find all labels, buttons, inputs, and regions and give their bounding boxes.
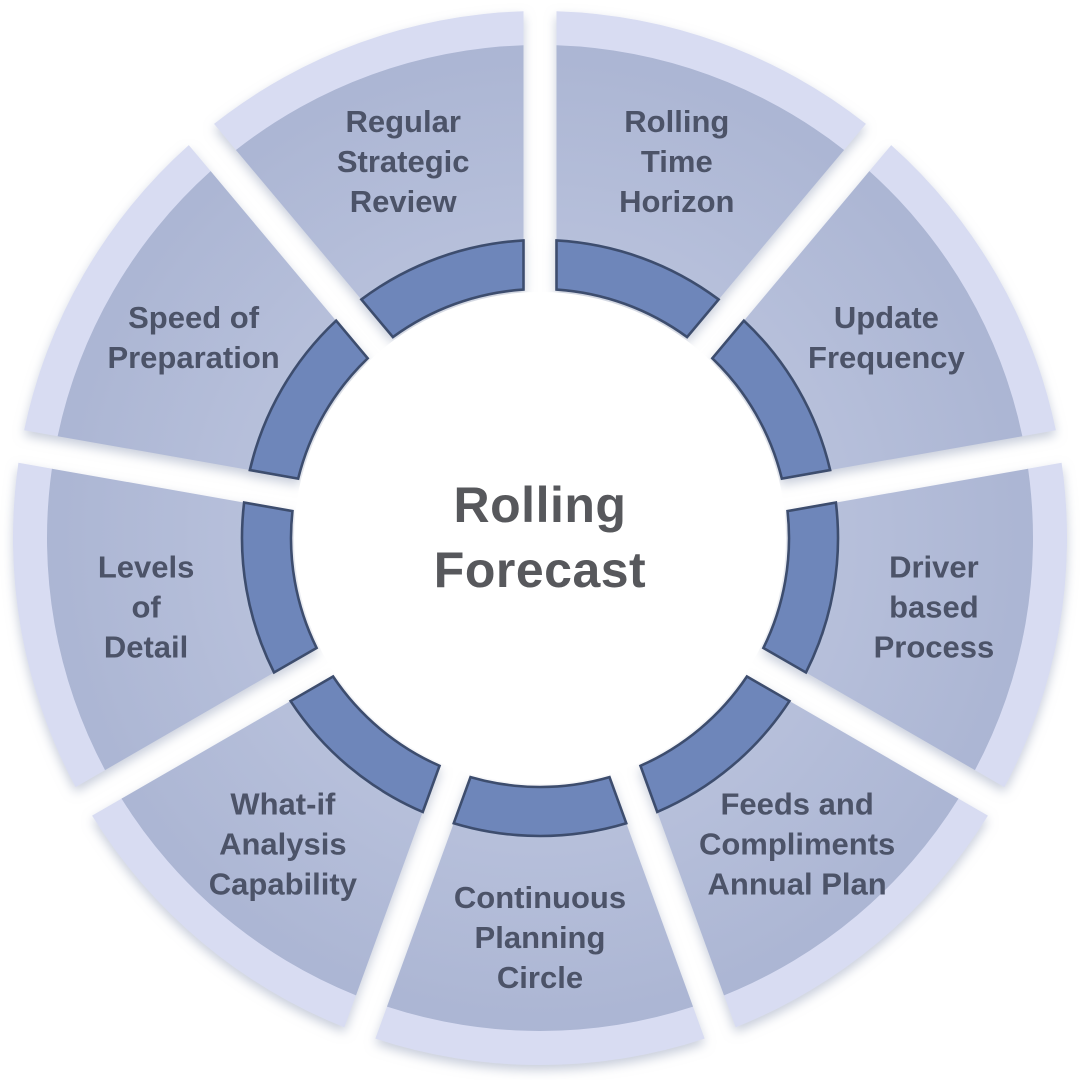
segment-levels-of-detail-rim bbox=[13, 462, 106, 788]
segment-levels-of-detail-inner-ring bbox=[240, 501, 319, 675]
segment-rolling-time-horizon-inner-ring bbox=[555, 239, 721, 339]
segment-regular-strategic-review-rim bbox=[214, 11, 524, 151]
segment-continuous-planning-circle-rim bbox=[375, 1005, 705, 1066]
segment-speed-of-preparation-inner-ring bbox=[248, 318, 370, 481]
segment-regular-strategic-review-inner-ring bbox=[359, 239, 525, 339]
segment-levels-of-detail-body bbox=[47, 468, 275, 771]
segment-regular-strategic-review-body bbox=[235, 45, 524, 301]
segment-feeds-and-compliments-annual-plan-rim bbox=[723, 798, 988, 1028]
segment-rolling-time-horizon-rim bbox=[556, 11, 866, 151]
center-circle bbox=[294, 292, 786, 784]
segment-rolling-time-horizon-body bbox=[556, 45, 845, 301]
segment-continuous-planning-circle-body bbox=[386, 822, 694, 1031]
segment-driver-based-process-rim bbox=[974, 462, 1067, 788]
segment-update-frequency-inner-ring bbox=[710, 318, 832, 481]
segment-driver-based-process-inner-ring bbox=[761, 501, 840, 675]
segment-what-if-analysis-capability-inner-ring bbox=[288, 674, 442, 814]
segment-update-frequency-rim bbox=[868, 145, 1056, 437]
segment-driver-based-process-body bbox=[805, 468, 1033, 771]
segment-what-if-analysis-capability-rim bbox=[92, 798, 357, 1028]
segment-continuous-planning-circle-inner-ring bbox=[452, 775, 628, 838]
segment-feeds-and-compliments-annual-plan-body bbox=[656, 700, 959, 996]
segment-what-if-analysis-capability-body bbox=[121, 700, 424, 996]
segment-speed-of-preparation-body bbox=[57, 171, 337, 471]
segment-update-frequency-body bbox=[743, 171, 1023, 471]
segment-speed-of-preparation-rim bbox=[24, 145, 212, 437]
segment-feeds-and-compliments-annual-plan-inner-ring bbox=[638, 674, 792, 814]
